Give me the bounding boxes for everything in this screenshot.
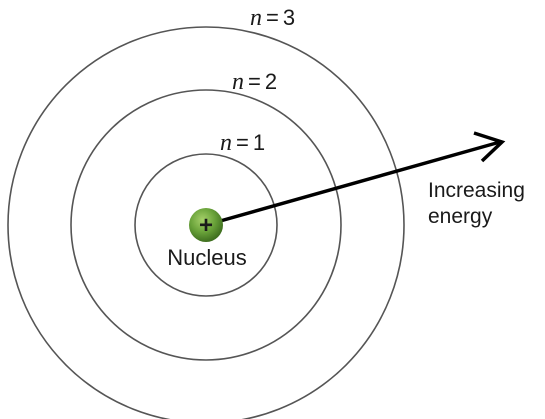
energy-label-line1: Increasing [428,179,525,202]
energy-arrow-shaft [205,140,501,227]
orbit-n1 [134,153,278,297]
shell-label-var: n [232,69,244,95]
nucleus-charge-symbol: + [199,212,213,239]
shell-label-var: n [250,5,262,31]
shell-label-eq: = [236,130,249,155]
energy-arrowhead [473,131,506,163]
shell-label-n2: n=2 [232,70,277,94]
shell-label-n3: n=3 [250,6,295,30]
orbit-n2 [70,89,342,361]
shell-label-var: n [220,130,232,156]
shell-label-value: 2 [264,69,278,94]
shell-label-eq: = [248,69,261,94]
shell-label-value: 1 [252,130,266,155]
orbit-n3 [7,26,405,419]
shell-label-n1: n=1 [220,131,265,155]
shell-label-eq: = [266,5,279,30]
shell-label-value: 3 [282,5,296,30]
energy-label: Increasing energy [428,178,525,230]
nucleus-label: Nucleus [167,245,247,270]
energy-label-line2: energy [428,205,493,228]
nucleus [189,208,223,242]
